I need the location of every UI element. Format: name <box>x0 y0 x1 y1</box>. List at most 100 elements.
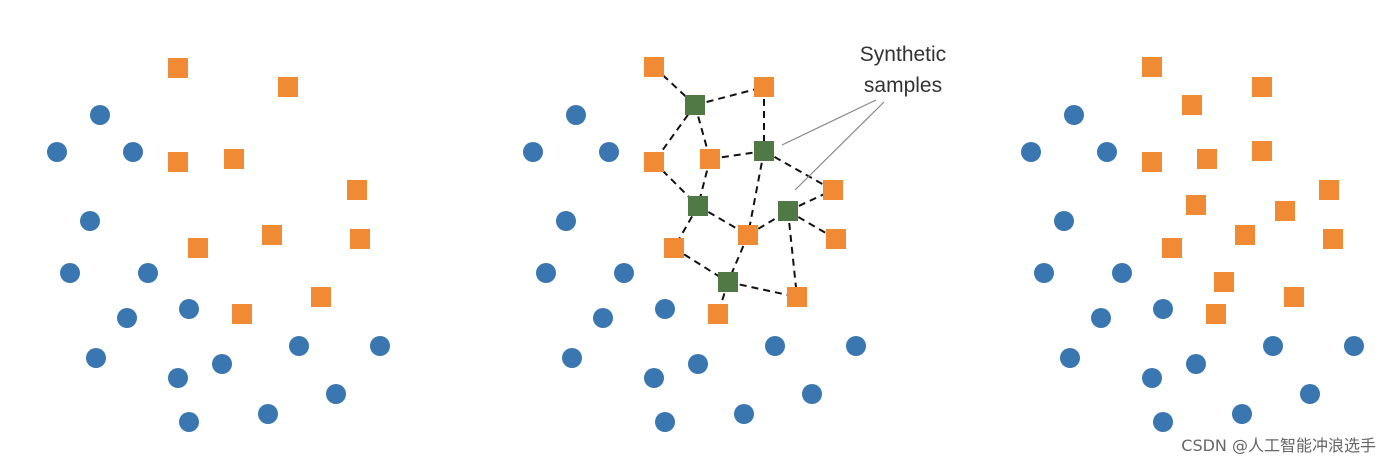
minority-class-point <box>700 149 720 169</box>
minority-class-point <box>1275 201 1295 221</box>
majority-class-point <box>655 412 675 432</box>
minority-class-point <box>347 180 367 200</box>
majority-class-point <box>60 263 80 283</box>
interpolation-edge <box>787 210 798 298</box>
minority-class-point <box>1235 225 1255 245</box>
interpolation-edge <box>694 86 765 106</box>
majority-class-point <box>47 142 67 162</box>
majority-class-point <box>123 142 143 162</box>
majority-class-point <box>846 336 866 356</box>
interpolation-edge <box>653 66 696 106</box>
synthetic-sample-point <box>754 141 774 161</box>
majority-class-point <box>536 263 556 283</box>
minority-class-point <box>1214 272 1234 292</box>
majority-class-point <box>90 105 110 125</box>
minority-class-point <box>1182 95 1202 115</box>
majority-class-point <box>562 348 582 368</box>
callout-label-line2: samples <box>864 74 942 97</box>
minority-class-point <box>738 225 758 245</box>
majority-class-point <box>1263 336 1283 356</box>
panel-smote-edges <box>653 66 837 315</box>
minority-class-point <box>1142 57 1162 77</box>
majority-class-point <box>1097 142 1117 162</box>
majority-class-point <box>566 105 586 125</box>
minority-class-point <box>311 287 331 307</box>
majority-class-point <box>1300 384 1320 404</box>
majority-class-point <box>117 308 137 328</box>
majority-class-point <box>80 211 100 231</box>
majority-class-point <box>1186 354 1206 374</box>
synthetic-sample-point <box>718 272 738 292</box>
callout-leader-line <box>794 101 885 191</box>
synthetic-sample-point <box>685 95 705 115</box>
minority-class-point <box>1206 304 1226 324</box>
minority-class-point <box>1284 287 1304 307</box>
majority-class-point <box>1142 368 1162 388</box>
minority-class-point <box>188 238 208 258</box>
interpolation-edge <box>694 104 711 160</box>
majority-class-point <box>179 412 199 432</box>
majority-class-point <box>599 142 619 162</box>
majority-class-point <box>593 308 613 328</box>
callout-group: Synthetic samples <box>781 43 946 191</box>
majority-class-point <box>1054 211 1074 231</box>
minority-class-point <box>1186 195 1206 215</box>
majority-class-point <box>168 368 188 388</box>
majority-class-point <box>1112 263 1132 283</box>
majority-class-point <box>765 336 785 356</box>
minority-class-point <box>787 287 807 307</box>
callout-label-line1: Synthetic <box>860 43 946 66</box>
interpolation-edge <box>763 150 834 191</box>
majority-class-point <box>644 368 664 388</box>
majority-class-point <box>1060 348 1080 368</box>
interpolation-edge <box>727 281 798 298</box>
majority-class-point <box>1091 308 1111 328</box>
minority-class-point <box>823 180 843 200</box>
synthetic-sample-point <box>778 201 798 221</box>
minority-class-point <box>1252 141 1272 161</box>
interpolation-edge <box>709 150 765 160</box>
minority-class-point <box>224 149 244 169</box>
synthetic-sample-point <box>688 196 708 216</box>
minority-class-point <box>754 77 774 97</box>
majority-class-point <box>556 211 576 231</box>
majority-class-point <box>1153 412 1173 432</box>
panel-result <box>1021 57 1364 432</box>
majority-class-point <box>326 384 346 404</box>
majority-class-point <box>212 354 232 374</box>
interpolation-edge <box>747 150 765 236</box>
callout-leader-line <box>781 99 877 146</box>
majority-class-point <box>138 263 158 283</box>
minority-class-point <box>1252 77 1272 97</box>
minority-class-point <box>644 57 664 77</box>
majority-class-point <box>86 348 106 368</box>
majority-class-point <box>614 263 634 283</box>
majority-class-point <box>734 404 754 424</box>
minority-class-point <box>168 152 188 172</box>
minority-class-point <box>664 238 684 258</box>
minority-class-point <box>1142 152 1162 172</box>
majority-class-point <box>802 384 822 404</box>
minority-class-point <box>262 225 282 245</box>
panel-original <box>47 58 390 432</box>
interpolation-edge <box>787 210 837 240</box>
watermark-text: CSDN @人工智能冲浪选手 <box>1181 436 1376 455</box>
majority-class-point <box>655 299 675 319</box>
minority-class-point <box>826 229 846 249</box>
minority-class-point <box>232 304 252 324</box>
minority-class-point <box>644 152 664 172</box>
majority-class-point <box>370 336 390 356</box>
minority-class-point <box>1162 238 1182 258</box>
majority-class-point <box>1232 404 1252 424</box>
minority-class-point <box>278 77 298 97</box>
panel-smote <box>523 57 866 432</box>
majority-class-point <box>179 299 199 319</box>
minority-class-point <box>1319 180 1339 200</box>
majority-class-point <box>1021 142 1041 162</box>
majority-class-point <box>258 404 278 424</box>
majority-class-point <box>289 336 309 356</box>
minority-class-point <box>708 304 728 324</box>
majority-class-point <box>1064 105 1084 125</box>
majority-class-point <box>1344 336 1364 356</box>
